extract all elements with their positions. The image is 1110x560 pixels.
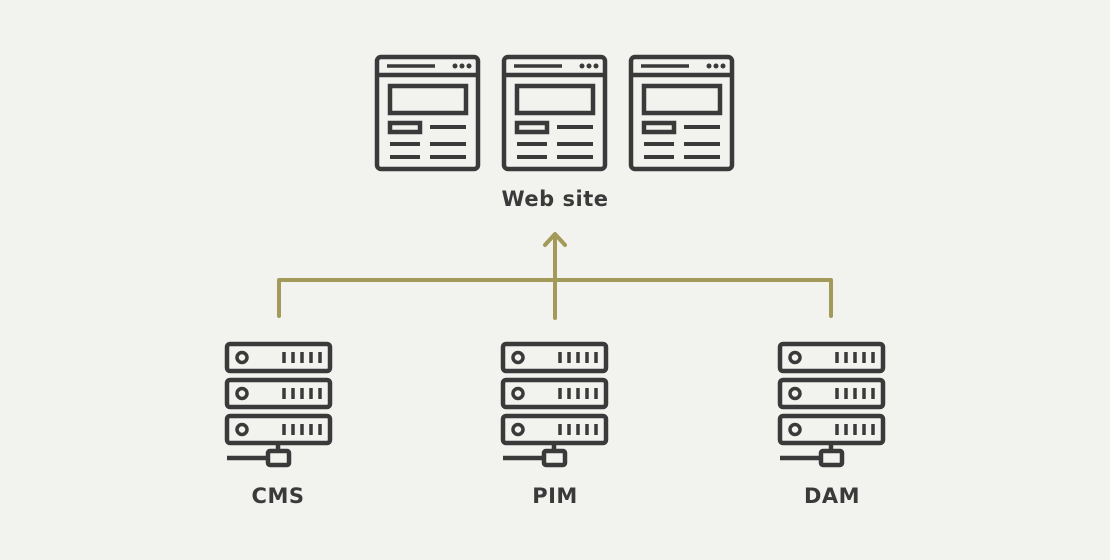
cms-connector xyxy=(277,278,557,318)
server-stack-icon xyxy=(500,341,609,468)
source-label-pim: PIM xyxy=(532,484,578,508)
dam-connector xyxy=(553,278,833,318)
source-label-cms: CMS xyxy=(251,484,305,508)
source-label-dam: DAM xyxy=(803,484,861,508)
browser-window-icon xyxy=(628,54,735,172)
server-stack-icon xyxy=(224,341,333,468)
arrow-up-icon xyxy=(543,232,567,247)
website-label: Web site xyxy=(501,187,609,211)
connector-lines xyxy=(277,232,833,320)
server-stack-icon xyxy=(777,341,886,468)
browser-window-icon xyxy=(374,54,481,172)
browser-window-icon xyxy=(501,54,608,172)
